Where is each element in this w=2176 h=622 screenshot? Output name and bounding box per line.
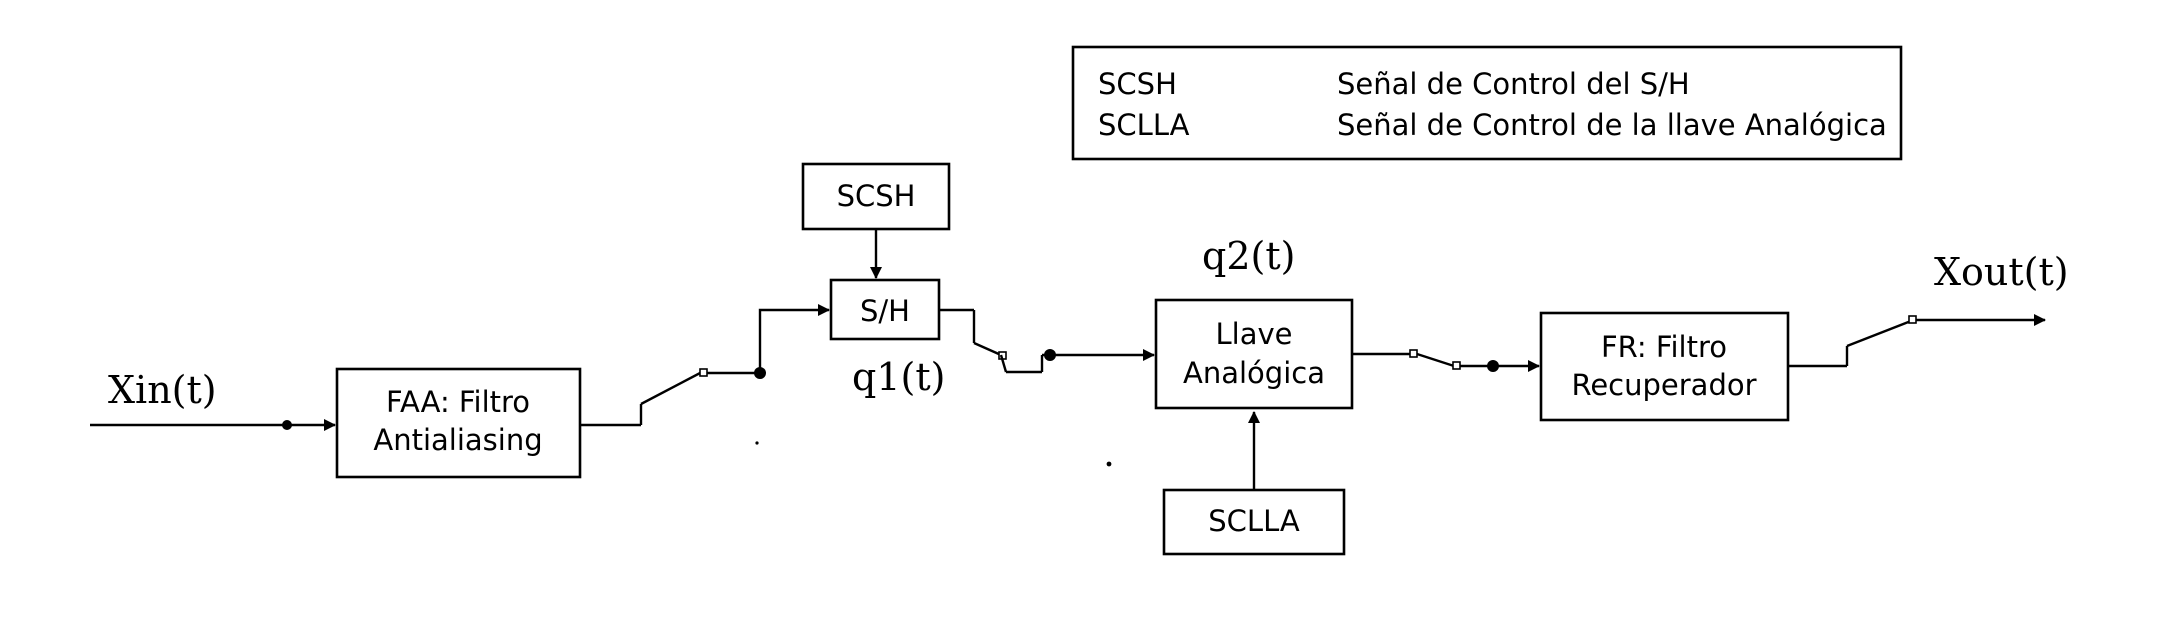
legend-abbr-sclla: SCLLA: [1098, 108, 1190, 142]
output-stage: [1788, 314, 2046, 368]
llave-label-line2: Analógica: [1183, 356, 1325, 390]
sh-block: S/H: [829, 278, 941, 341]
scsh-label: SCSH: [837, 179, 916, 213]
signal-label-q1: q1(t): [852, 355, 945, 399]
fr-label-line1: FR: Filtro: [1601, 330, 1727, 364]
legend-abbr-scsh: SCSH: [1098, 67, 1177, 101]
sclla-label: SCLLA: [1208, 504, 1300, 538]
wire-to-sh: [758, 304, 830, 373]
signal-label-xin: Xin(t): [108, 368, 217, 412]
sclla-block: SCLLA: [1162, 488, 1346, 556]
output-switch: [1352, 349, 1499, 372]
signal-label-q2: q2(t): [1202, 234, 1295, 278]
llave-analogica-block: Llave Analógica: [1154, 298, 1354, 410]
faa-label-line2: Antialiasing: [373, 423, 542, 457]
sh-label: S/H: [860, 294, 910, 328]
fr-label-line2: Recuperador: [1571, 368, 1756, 402]
junction-dot: [1044, 349, 1056, 361]
hold-switch: [939, 308, 1044, 374]
legend-box: [1071, 45, 1903, 161]
llave-label-line1: Llave: [1216, 317, 1293, 351]
junction-dot: [282, 420, 292, 430]
legend-desc-scsh: Señal de Control del S/H: [1337, 67, 1690, 101]
scsh-block: SCSH: [801, 162, 951, 231]
stray-dot: [755, 441, 759, 445]
fr-block: FR: Filtro Recuperador: [1539, 311, 1790, 422]
legend-desc-sclla: Señal de Control de la llave Analógica: [1337, 108, 1887, 142]
signal-label-xout: Xout(t): [1934, 250, 2069, 294]
sampling-switch: [580, 367, 766, 427]
faa-block: FAA: Filtro Antialiasing: [335, 367, 582, 479]
legend: SCSH Señal de Control del S/H SCLLA Seña…: [1071, 45, 1903, 161]
stray-dot: [1106, 461, 1112, 467]
faa-label-line1: FAA: Filtro: [386, 385, 530, 419]
